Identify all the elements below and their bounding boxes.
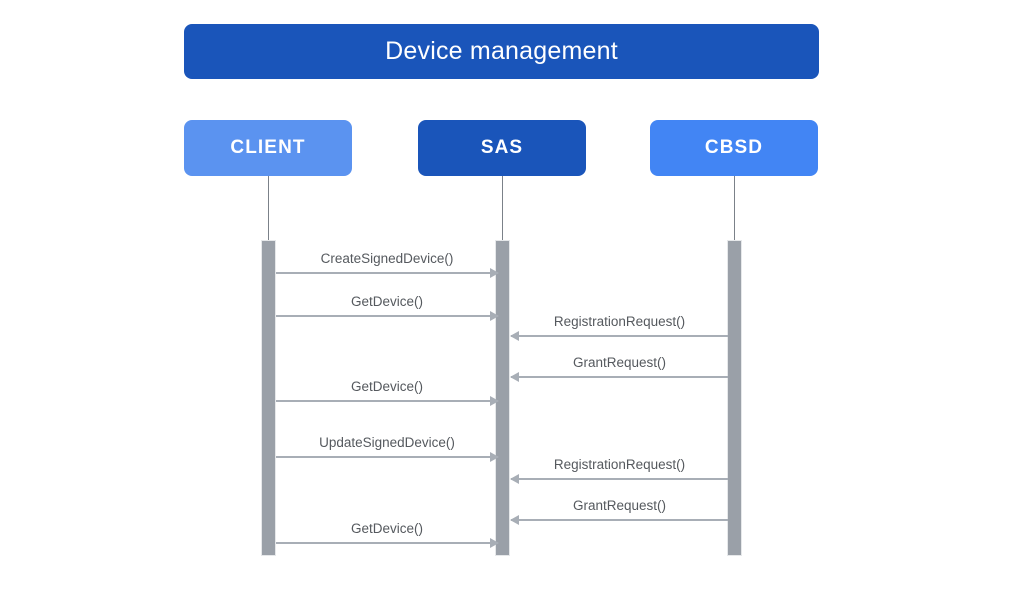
message-label: GrantRequest() bbox=[572, 355, 667, 370]
arrowhead-right-icon bbox=[490, 452, 499, 462]
participant-sas-label: SAS bbox=[480, 137, 524, 158]
arrowhead-right-icon bbox=[490, 396, 499, 406]
participant-sas[interactable]: SAS bbox=[418, 120, 586, 176]
arrowhead-left-icon bbox=[510, 515, 519, 525]
message-cbsd-to-sas[interactable]: GrantRequest() bbox=[510, 355, 728, 382]
arrowhead-left-icon bbox=[510, 331, 519, 341]
message-line bbox=[276, 542, 498, 544]
message-line bbox=[276, 272, 498, 274]
arrowhead-right-icon bbox=[490, 268, 499, 278]
lifeline-client bbox=[268, 176, 269, 240]
message-label: CreateSignedDevice() bbox=[320, 251, 454, 266]
message-client-to-sas[interactable]: CreateSignedDevice() bbox=[276, 251, 499, 278]
participant-cbsd-label: CBSD bbox=[704, 137, 764, 158]
message-line bbox=[511, 335, 728, 337]
diagram-title: Device management bbox=[385, 37, 618, 65]
message-cbsd-to-sas[interactable]: GrantRequest() bbox=[510, 498, 728, 525]
diagram-title-bar: Device management bbox=[184, 24, 819, 79]
message-client-to-sas[interactable]: GetDevice() bbox=[276, 521, 499, 548]
activation-bar-cbsd bbox=[727, 240, 742, 556]
message-label: GetDevice() bbox=[350, 521, 423, 536]
message-label: UpdateSignedDevice() bbox=[319, 435, 455, 450]
message-line bbox=[511, 478, 728, 480]
activation-bar-client bbox=[261, 240, 276, 556]
message-client-to-sas[interactable]: GetDevice() bbox=[276, 379, 499, 406]
arrowhead-right-icon bbox=[490, 311, 499, 321]
message-line bbox=[511, 376, 728, 378]
message-line bbox=[276, 400, 498, 402]
message-client-to-sas[interactable]: GetDevice() bbox=[276, 294, 499, 321]
participant-client[interactable]: CLIENT bbox=[184, 120, 352, 176]
message-label: GetDevice() bbox=[350, 294, 423, 309]
message-line bbox=[511, 519, 728, 521]
message-line bbox=[276, 315, 498, 317]
message-line bbox=[276, 456, 498, 458]
participant-client-label: CLIENT bbox=[230, 137, 306, 158]
arrowhead-left-icon bbox=[510, 474, 519, 484]
lifeline-sas bbox=[502, 176, 503, 240]
lifeline-cbsd bbox=[734, 176, 735, 240]
message-label: GetDevice() bbox=[350, 379, 423, 394]
message-label: GrantRequest() bbox=[572, 498, 667, 513]
participant-cbsd[interactable]: CBSD bbox=[650, 120, 818, 176]
message-cbsd-to-sas[interactable]: RegistrationRequest() bbox=[510, 314, 728, 341]
arrowhead-left-icon bbox=[510, 372, 519, 382]
message-cbsd-to-sas[interactable]: RegistrationRequest() bbox=[510, 457, 728, 484]
arrowhead-right-icon bbox=[490, 538, 499, 548]
message-client-to-sas[interactable]: UpdateSignedDevice() bbox=[276, 435, 499, 462]
message-label: RegistrationRequest() bbox=[553, 457, 686, 472]
message-label: RegistrationRequest() bbox=[553, 314, 686, 329]
